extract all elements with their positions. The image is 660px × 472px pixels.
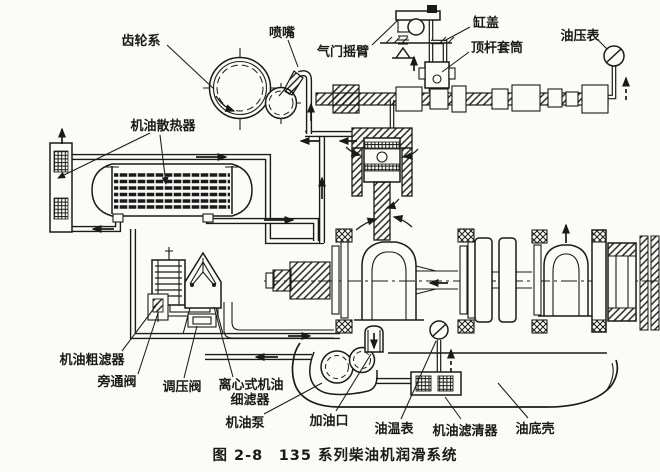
label-oil-pump: 机油泵 (225, 415, 264, 431)
figure-caption: 图 2-8 135 系列柴油机润滑系统 (212, 446, 457, 464)
label-cylinder-head: 缸盖 (472, 15, 499, 31)
oil-sump-area (291, 320, 619, 408)
label-pressure-regulating-valve: 调压阀 (162, 379, 201, 395)
label-nozzle: 喷嘴 (269, 25, 295, 41)
label-oil-coarse-filter: 机油粗滤器 (59, 352, 125, 368)
label-oil-pressure-gauge: 油压表 (560, 28, 600, 44)
bypass-valve-part (147, 293, 169, 322)
filter-group (147, 247, 224, 335)
leader-lines (57, 19, 608, 420)
label-pushrod-sleeve: 顶杆套筒 (471, 40, 523, 56)
label-oil-filler: 加油口 (308, 413, 348, 429)
label-oil-strainer: 机油滤清器 (432, 423, 498, 439)
label-gear-train: 齿轮系 (121, 33, 160, 49)
oil-pump (320, 346, 376, 384)
oil-strainer-box (410, 371, 462, 396)
crankshaft (264, 228, 660, 334)
label-oil-cooler: 机油散热器 (130, 118, 196, 134)
gear-train (203, 48, 301, 130)
pushrod-sleeve (418, 61, 456, 89)
rocker-shaft-gallery (315, 84, 609, 114)
oil-cooler-drum (91, 163, 253, 223)
oil-nozzle (278, 70, 304, 97)
label-oil-sump: 油底壳 (515, 421, 554, 437)
centrifugal-fine-filter (182, 251, 224, 335)
label-valve-rocker-arm: 气门摇臂 (317, 44, 369, 60)
label-centrifugal-fine-filter-line2: 细滤器 (230, 392, 270, 408)
label-oil-temperature-gauge: 油温表 (374, 421, 414, 437)
pressure-regulating-valve-part (187, 313, 217, 328)
radiator (49, 142, 73, 233)
cylinder-piston-assembly (351, 127, 413, 241)
flow-arrows (58, 55, 630, 372)
oil-temperature-gauge (429, 320, 449, 340)
part-labels: 齿轮系 喷嘴 气门摇臂 缸盖 顶杆套筒 油压表 机油散热器 机油粗滤器 旁通阀 … (59, 15, 600, 439)
label-centrifugal-fine-filter-line1: 离心式机油 (218, 377, 283, 393)
label-bypass-valve: 旁通阀 (96, 374, 136, 390)
oil-pressure-gauge (603, 45, 625, 67)
